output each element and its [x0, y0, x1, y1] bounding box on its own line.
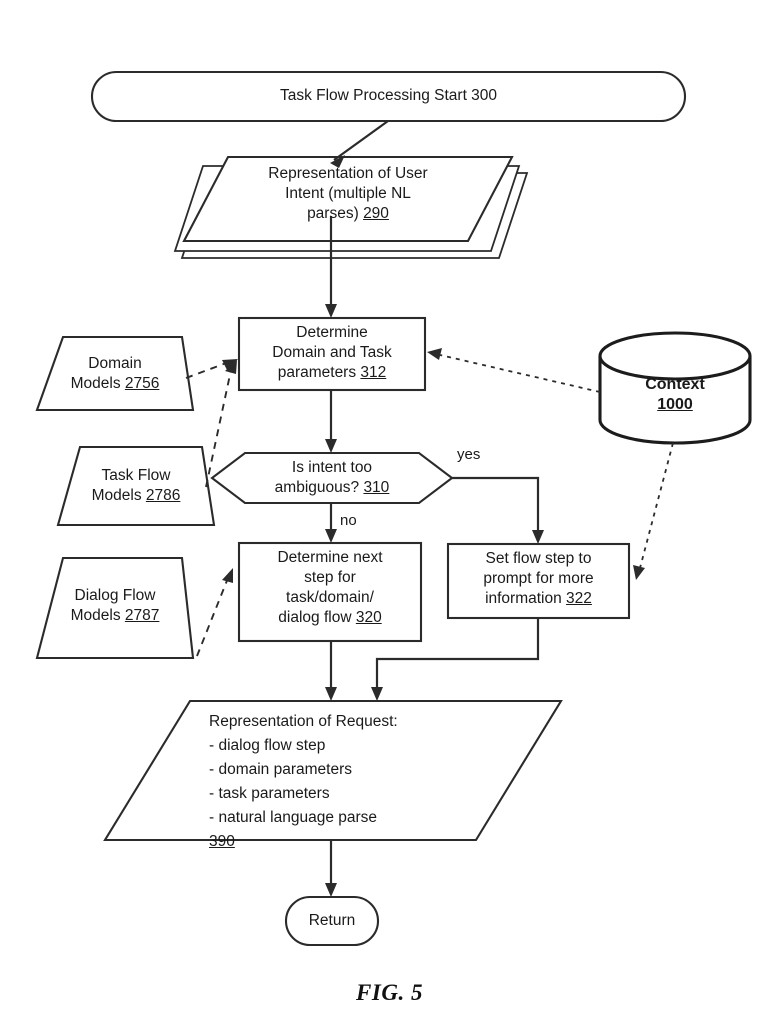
edge-label-no: no: [340, 512, 357, 529]
edge-domain-models-arrow: [222, 359, 238, 370]
edge-dialog-flow-models-to-determine-next: [196, 577, 229, 657]
edge-determine-domain-to-ambiguous-arrow: [325, 439, 337, 453]
start-node-label: Task Flow Processing Start 300: [279, 87, 498, 104]
task-flow-models-line-1: Task Flow: [101, 467, 171, 484]
set-flow-step-line-1: Set flow step to: [485, 550, 592, 567]
context-cylinder-body: [598, 356, 752, 445]
edge-start-to-user-intent-arrow: [330, 155, 345, 168]
return-node-label: Return: [308, 912, 356, 929]
set-flow-step-shape: [446, 542, 631, 620]
context-title: Context: [645, 376, 705, 393]
edge-dialog-flow-models-arrow: [222, 568, 233, 583]
set-flow-step-line-3: information: [485, 590, 567, 607]
domain-models-shape: [35, 335, 195, 412]
user-intent-line-3: parses): [307, 205, 364, 222]
request-item-2: - task parameters: [209, 785, 330, 802]
set-flow-step-line-2: prompt for more: [483, 570, 594, 587]
context-label: Context 1000: [600, 375, 750, 415]
ambiguous-line-2: ambiguous?: [274, 479, 364, 496]
set-flow-step-label: Set flow step to prompt for more informati…: [448, 549, 629, 609]
user-intent-line-2: Intent (multiple NL: [285, 185, 411, 202]
dialog-flow-models-line-2: Models: [70, 607, 125, 624]
dialog-flow-models-line-1: Dialog Flow: [74, 587, 156, 604]
domain-models-ref: 2756: [124, 375, 160, 392]
edge-set-flow-step-to-request: [375, 618, 540, 694]
edge-context-to-set-flow-step-arrow: [633, 565, 645, 580]
determine-domain-line-2: Domain and Task: [272, 344, 392, 361]
ambiguous-line-1: Is intent too: [291, 459, 373, 476]
request-label: Representation of Request: - dialog flow …: [209, 710, 539, 854]
context-cylinder-top: [598, 331, 752, 381]
edge-context-to-set-flow-step: [639, 442, 674, 569]
determine-next-label: Determine next step for task/domain/dialog…: [239, 548, 421, 628]
edge-domain-models-to-determine-domain: [185, 361, 230, 379]
determine-next-line-1: Determine next: [277, 549, 383, 566]
ambiguous-decision-shape: [210, 451, 454, 505]
edge-determine-next-to-request-arrow: [325, 687, 337, 701]
dialog-flow-models-shape: [35, 556, 195, 660]
determine-next-line-2: step for: [304, 569, 356, 586]
user-intent-shape: [182, 155, 514, 243]
determine-next-shape: [237, 541, 423, 643]
domain-models-line-1: Domain: [88, 355, 142, 372]
determine-domain-line-1: Determine: [296, 324, 368, 341]
edge-ambiguous-yes-arrow: [532, 530, 544, 544]
task-flow-models-shape: [56, 445, 216, 527]
determine-domain-shape: [237, 316, 427, 392]
edge-label-yes: yes: [457, 446, 481, 463]
edge-task-flow-models-to-determine-domain: [205, 369, 232, 488]
set-flow-step-ref: 322: [566, 590, 592, 607]
context-ref: 1000: [657, 396, 693, 413]
edge-request-to-return-arrow: [325, 883, 337, 897]
edge-set-flow-step-to-request-arrow: [371, 687, 383, 701]
edge-user-intent-to-determine-domain-arrow: [325, 304, 337, 318]
edge-ambiguous-no-arrow: [325, 529, 337, 543]
determine-next-ref: 320: [355, 609, 382, 626]
request-ref: 390: [209, 833, 235, 850]
edge-task-flow-models-arrow: [225, 360, 237, 374]
dialog-flow-models-ref: 2787: [124, 607, 160, 624]
determine-next-line-4: dialog flow: [278, 609, 356, 626]
request-shape: [103, 699, 563, 842]
determine-next-line-3: task/domain/: [286, 589, 374, 606]
determine-domain-line-3: parameters: [277, 364, 361, 381]
figure-caption: FIG. 5: [356, 980, 423, 1005]
edge-context-to-determine-domain: [439, 354, 601, 393]
request-item-0: - dialog flow step: [209, 737, 326, 754]
domain-models-line-2: Models: [70, 375, 125, 392]
ambiguous-label: Is intent too ambiguous? 310: [232, 458, 432, 498]
request-item-1: - domain parameters: [209, 761, 353, 778]
task-flow-models-ref: 2786: [145, 487, 181, 504]
request-heading: Representation of Request:: [209, 713, 398, 730]
edge-start-to-user-intent: [333, 120, 389, 161]
edge-ambiguous-yes-to-set-flow-step: [452, 476, 540, 537]
edge-context-to-determine-domain-arrow: [427, 348, 442, 360]
start-node-shape: [90, 70, 687, 123]
user-intent-line-1: Representation of User: [268, 165, 428, 182]
determine-domain-ref: 312: [360, 364, 387, 381]
ambiguous-ref: 310: [363, 479, 390, 496]
user-intent-ref: 290: [363, 205, 389, 222]
return-node-shape: [284, 895, 380, 947]
request-item-3: - natural language parse: [209, 809, 378, 826]
task-flow-models-line-2: Models: [91, 487, 146, 504]
